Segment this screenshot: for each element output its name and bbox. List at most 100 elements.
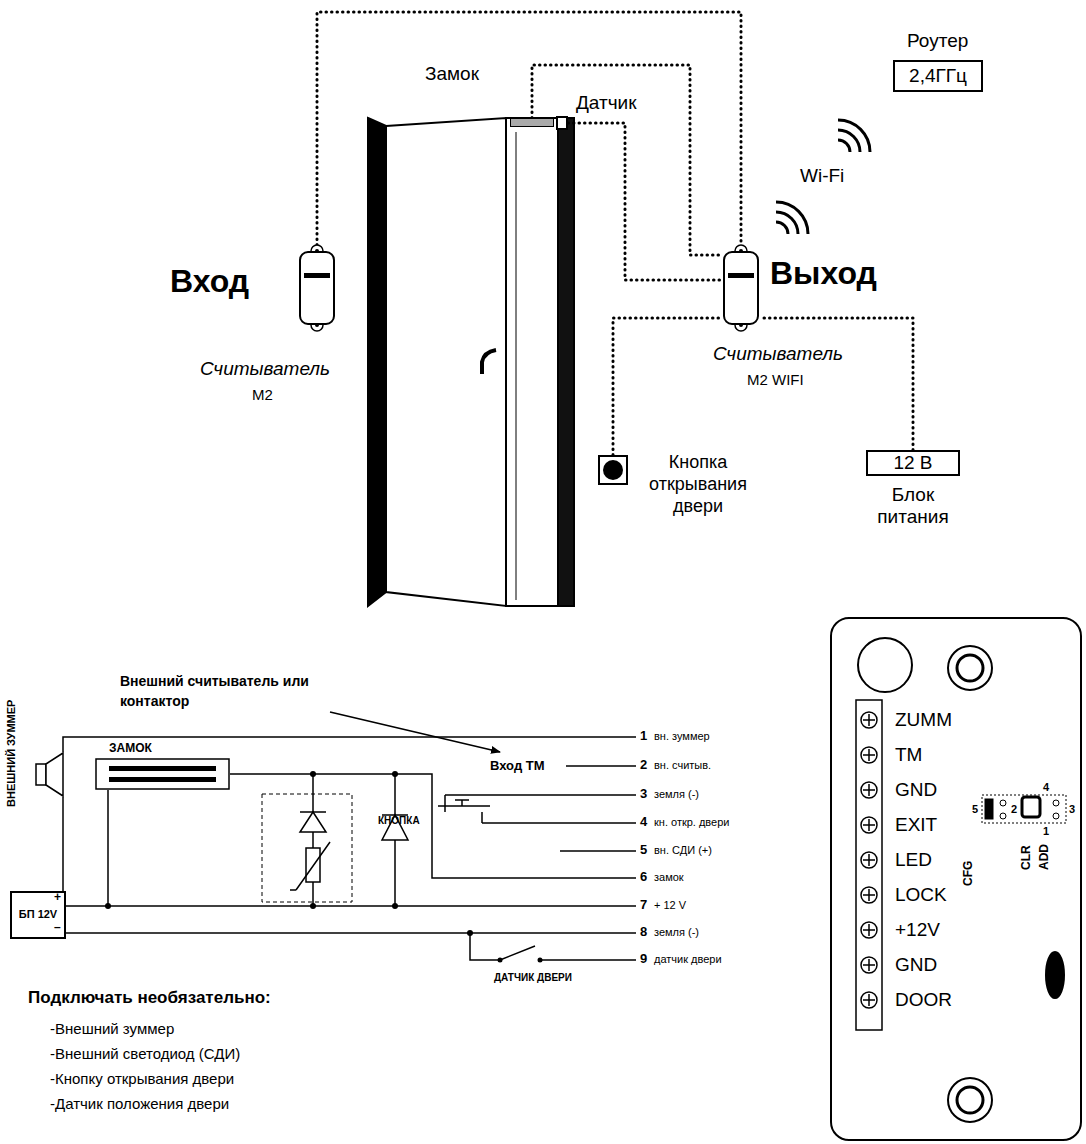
pin-name: вн. СДИ (+) — [654, 844, 712, 857]
drawing-stroke — [957, 1087, 983, 1113]
drawing-stroke — [392, 903, 398, 909]
drawing-stroke — [1022, 797, 1040, 817]
wire — [62, 797, 64, 891]
drawing-stroke — [894, 61, 982, 91]
node-text: Роутер — [907, 30, 968, 52]
drawing-stroke — [739, 249, 743, 253]
door-drawing — [368, 118, 574, 606]
drawing-stroke — [858, 638, 912, 692]
node-text: Вход — [170, 263, 249, 300]
note-item: -Датчик положения двери — [50, 1095, 229, 1112]
protection-box — [262, 794, 352, 902]
reader-device: ВходСчитывательM2 — [298, 245, 336, 331]
drawing-stroke — [1053, 813, 1059, 819]
cable-line — [568, 123, 722, 280]
pin-name: + 12 V — [654, 899, 686, 912]
pin-name: вн. считыв. — [654, 759, 711, 772]
node-text: – — [54, 921, 61, 935]
note-item: -Внешний зуммер — [50, 1020, 174, 1037]
node-text: Выход — [770, 255, 877, 292]
screw-slot — [863, 784, 875, 796]
drawing-stroke — [948, 1078, 992, 1122]
wireless-label: Wi-Fi — [800, 165, 844, 187]
reader-outline — [298, 245, 336, 331]
node-text: Датчик — [576, 92, 637, 114]
terminal-screw — [861, 922, 877, 938]
terminal-screw — [861, 957, 877, 973]
drawing-stroke — [315, 249, 319, 253]
drawing-stroke — [948, 646, 992, 690]
drawing-stroke — [538, 958, 543, 963]
terminal-name: +12V — [895, 919, 940, 941]
drawing-stroke — [1000, 800, 1006, 806]
drawing-stroke — [724, 252, 758, 324]
pin-number: 5 — [640, 843, 647, 858]
drawing-stroke — [498, 958, 503, 963]
part-name: КНОПКА — [378, 815, 420, 827]
drawing-stroke — [467, 930, 473, 936]
drawing-stroke — [599, 456, 627, 484]
drawing-stroke — [957, 655, 983, 681]
junction-dots — [105, 771, 543, 963]
drawing-stroke — [557, 117, 567, 129]
drawing-stroke — [300, 774, 326, 906]
pin-name: земля (-) — [654, 926, 699, 939]
lock-part: Замок — [510, 118, 554, 127]
drawing-stroke — [310, 903, 316, 909]
node-text: Замок — [425, 63, 479, 85]
door-jamb — [558, 118, 574, 606]
pin-number: 7 — [640, 898, 647, 913]
pin-number: 5 — [972, 803, 978, 816]
screw-slot — [863, 714, 875, 726]
pin-number: 4 — [1043, 781, 1049, 794]
drawing-stroke — [982, 795, 1066, 823]
drawing-stroke — [728, 273, 754, 278]
node-text: Кнопка открывания двери — [640, 451, 756, 517]
drawing-stroke — [109, 777, 216, 782]
jumper-name: CLR — [1020, 845, 1034, 870]
drawing-stroke — [109, 766, 216, 771]
drawing-stroke — [776, 222, 788, 234]
psu-box: +БП 12V– — [10, 891, 66, 939]
node-text: Считыватель — [713, 343, 843, 365]
reader-outline — [722, 245, 760, 331]
exit-button: Кнопка открывания двери — [598, 455, 628, 485]
pin-name: кн. откр. двери — [654, 816, 729, 829]
node-text: M2 — [252, 386, 273, 403]
jumper-name: ADD — [1038, 844, 1052, 870]
drawing-stroke — [470, 933, 636, 960]
power-supply-box: 12 ВБлок питания — [866, 450, 960, 476]
door-leaf — [386, 118, 506, 606]
drawing-stroke — [566, 765, 636, 767]
drawing-stroke — [603, 460, 623, 480]
drawing-stroke — [11, 892, 65, 938]
reader-device: ВыходСчитывательM2 WIFI — [722, 245, 760, 331]
drawing-stroke — [290, 842, 330, 890]
node-text: 12 В — [866, 452, 960, 474]
pin-number: 4 — [640, 815, 647, 830]
screw-slot — [863, 819, 875, 831]
drawing-stroke — [46, 753, 63, 796]
note-text: Внешний считыватель или контактор — [120, 671, 320, 711]
lockbar-outline — [510, 118, 554, 127]
screw-slot — [863, 749, 875, 761]
node-text: ВНЕШНИЙ ЗУММЕР — [5, 700, 18, 807]
drawing-stroke — [838, 120, 870, 152]
terminal-name: GND — [895, 954, 937, 976]
cable-line — [532, 65, 722, 255]
drawing-stroke — [300, 252, 334, 324]
sensor-outline — [556, 116, 568, 130]
wire — [66, 790, 108, 906]
terminal-name: GND — [895, 779, 937, 801]
node-text: Считыватель — [200, 358, 330, 380]
drawing-stroke — [230, 774, 636, 878]
pin-number: 3 — [640, 787, 647, 802]
door-edge — [368, 118, 386, 606]
pin-name: датчик двери — [654, 953, 722, 966]
schematic-wires — [63, 712, 636, 960]
button-outline — [598, 455, 628, 485]
router-box: Роутер2,4ГГц — [893, 60, 983, 92]
drawing-stroke — [838, 140, 850, 152]
